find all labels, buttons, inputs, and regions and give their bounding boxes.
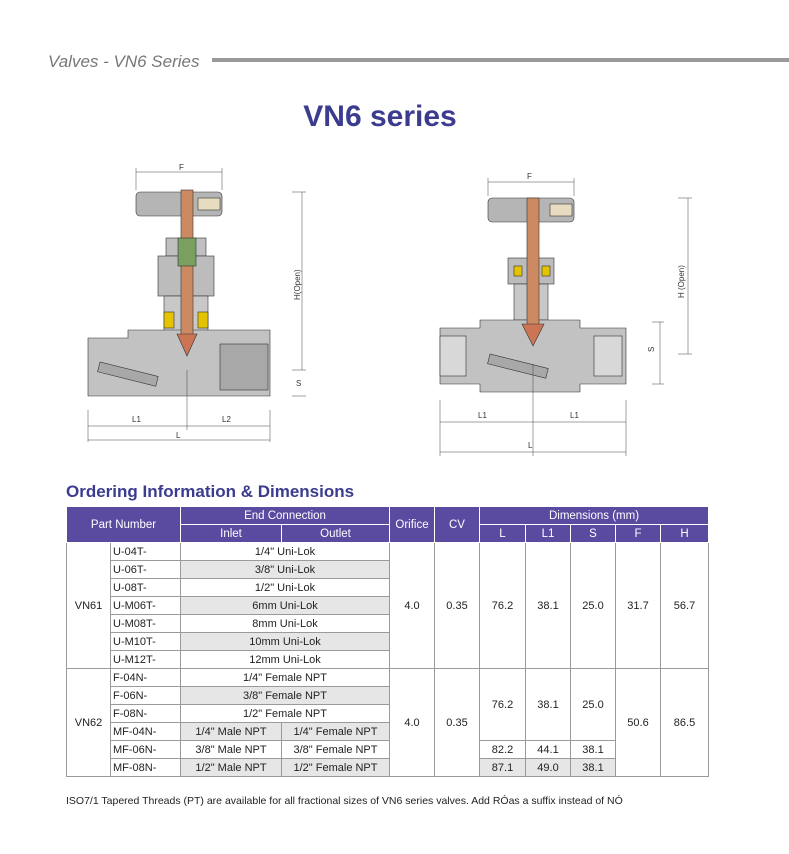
col-outlet: Outlet xyxy=(281,524,390,543)
section-title: Ordering Information & Dimensions xyxy=(66,482,355,501)
dim-label-L2: L2 xyxy=(222,415,231,424)
cv-value: 0.35 xyxy=(434,668,480,777)
dim-label-F: F xyxy=(179,163,184,172)
table-row: MF-08N- 1/2" Male NPT 1/2" Female NPT 87… xyxy=(67,758,709,777)
dim-L1: 38.1 xyxy=(525,542,571,669)
col-orifice: Orifice xyxy=(389,506,435,543)
table-row: U-M08T- 8mm Uni-Lok xyxy=(67,614,709,633)
dim-label-F: F xyxy=(527,172,532,181)
part-number: U-M10T- xyxy=(110,632,181,651)
dim-S: 38.1 xyxy=(570,758,616,777)
inlet: 1/2" Male NPT xyxy=(180,758,282,777)
footnote: ISO7/1 Tapered Threads (PT) are availabl… xyxy=(66,795,623,807)
series-cell: VN62 xyxy=(66,668,111,777)
part-number: U-M06T- xyxy=(110,596,181,615)
valve-drawing-left: F H(Open) S L1 L2 L xyxy=(87,163,306,442)
outlet: 3/8" Female NPT xyxy=(281,740,390,759)
dim-S: 25.0 xyxy=(570,542,616,669)
connection: 1/4" Female NPT xyxy=(180,668,390,687)
header-divider xyxy=(212,58,789,62)
dim-L1: 38.1 xyxy=(525,668,571,741)
part-number: U-06T- xyxy=(110,560,181,579)
dim-label-L: L xyxy=(528,441,533,450)
dim-S: 38.1 xyxy=(570,740,616,759)
orifice-value: 4.0 xyxy=(389,542,435,669)
dim-L1: 49.0 xyxy=(525,758,571,777)
table-row: MF-06N- 3/8" Male NPT 3/8" Female NPT 82… xyxy=(67,740,709,759)
dim-label-H: H (Open) xyxy=(677,265,686,298)
table-row: U-08T- 1/2" Uni-Lok xyxy=(67,578,709,597)
outlet: 1/4" Female NPT xyxy=(281,722,390,741)
dim-F: 31.7 xyxy=(615,542,661,669)
dim-label-L1: L1 xyxy=(132,415,141,424)
table-row: F-08N- 1/2" Female NPT xyxy=(67,704,709,723)
valve-drawing-right: F H (Open) S L1 L1 L xyxy=(439,172,692,456)
dim-H: 86.5 xyxy=(660,668,709,777)
dim-label-H: H(Open) xyxy=(293,269,302,300)
dim-label-L1: L1 xyxy=(478,411,487,420)
connection: 6mm Uni-Lok xyxy=(180,596,390,615)
col-cv: CV xyxy=(434,506,480,543)
table-row: U-06T- 3/8" Uni-Lok xyxy=(67,560,709,579)
dim-L1: 44.1 xyxy=(525,740,571,759)
series-cell: VN61 xyxy=(66,542,111,669)
table-row: F-06N- 3/8" Female NPT xyxy=(67,686,709,705)
connection: 1/2" Female NPT xyxy=(180,704,390,723)
table-row: U-M10T- 10mm Uni-Lok xyxy=(67,632,709,651)
part-number: U-M12T- xyxy=(110,650,181,669)
dim-label-L: L xyxy=(176,431,181,440)
dim-label-S: S xyxy=(296,379,301,388)
part-number: MF-08N- xyxy=(110,758,181,777)
header-title: Valves - VN6 Series xyxy=(48,52,200,71)
dim-label-L1: L1 xyxy=(570,411,579,420)
col-L: L xyxy=(479,524,526,543)
inlet: 3/8" Male NPT xyxy=(180,740,282,759)
part-number: MF-04N- xyxy=(110,722,181,741)
page-title: VN6 series xyxy=(303,100,457,133)
col-F: F xyxy=(615,524,661,543)
part-number: MF-06N- xyxy=(110,740,181,759)
dim-S: 25.0 xyxy=(570,668,616,741)
part-number: F-08N- xyxy=(110,704,181,723)
dim-L: 76.2 xyxy=(479,542,526,669)
col-part-number: Part Number xyxy=(66,506,181,543)
dim-L: 76.2 xyxy=(479,668,526,741)
col-end-connection: End Connection xyxy=(180,506,390,525)
table-row: VN61 U-04T- 1/4" Uni-Lok 4.0 0.35 76.2 3… xyxy=(66,542,709,669)
col-S: S xyxy=(570,524,616,543)
dim-label-S: S xyxy=(647,347,656,352)
inlet: 1/4" Male NPT xyxy=(180,722,282,741)
table-row: VN62 F-04N- 1/4" Female NPT 4.0 0.35 76.… xyxy=(66,668,709,777)
connection: 12mm Uni-Lok xyxy=(180,650,390,669)
connection: 3/8" Uni-Lok xyxy=(180,560,390,579)
connection: 1/2" Uni-Lok xyxy=(180,578,390,597)
part-number: U-M08T- xyxy=(110,614,181,633)
col-H: H xyxy=(660,524,709,543)
orifice-value: 4.0 xyxy=(389,668,435,777)
connection: 10mm Uni-Lok xyxy=(180,632,390,651)
ordering-table: Part Number End Connection Orifice CV Di… xyxy=(66,506,709,777)
part-number: F-06N- xyxy=(110,686,181,705)
col-dimensions: Dimensions (mm) xyxy=(479,506,709,525)
dim-H: 56.7 xyxy=(660,542,709,669)
dim-L: 87.1 xyxy=(479,758,526,777)
part-number: F-04N- xyxy=(110,668,181,687)
outlet: 1/2" Female NPT xyxy=(281,758,390,777)
dim-F: 50.6 xyxy=(615,668,661,777)
col-inlet: Inlet xyxy=(180,524,282,543)
part-number: U-08T- xyxy=(110,578,181,597)
connection: 3/8" Female NPT xyxy=(180,686,390,705)
connection: 8mm Uni-Lok xyxy=(180,614,390,633)
cv-value: 0.35 xyxy=(434,542,480,669)
col-L1: L1 xyxy=(525,524,571,543)
part-number: U-04T- xyxy=(110,542,181,561)
connection: 1/4" Uni-Lok xyxy=(180,542,390,561)
dim-L: 82.2 xyxy=(479,740,526,759)
